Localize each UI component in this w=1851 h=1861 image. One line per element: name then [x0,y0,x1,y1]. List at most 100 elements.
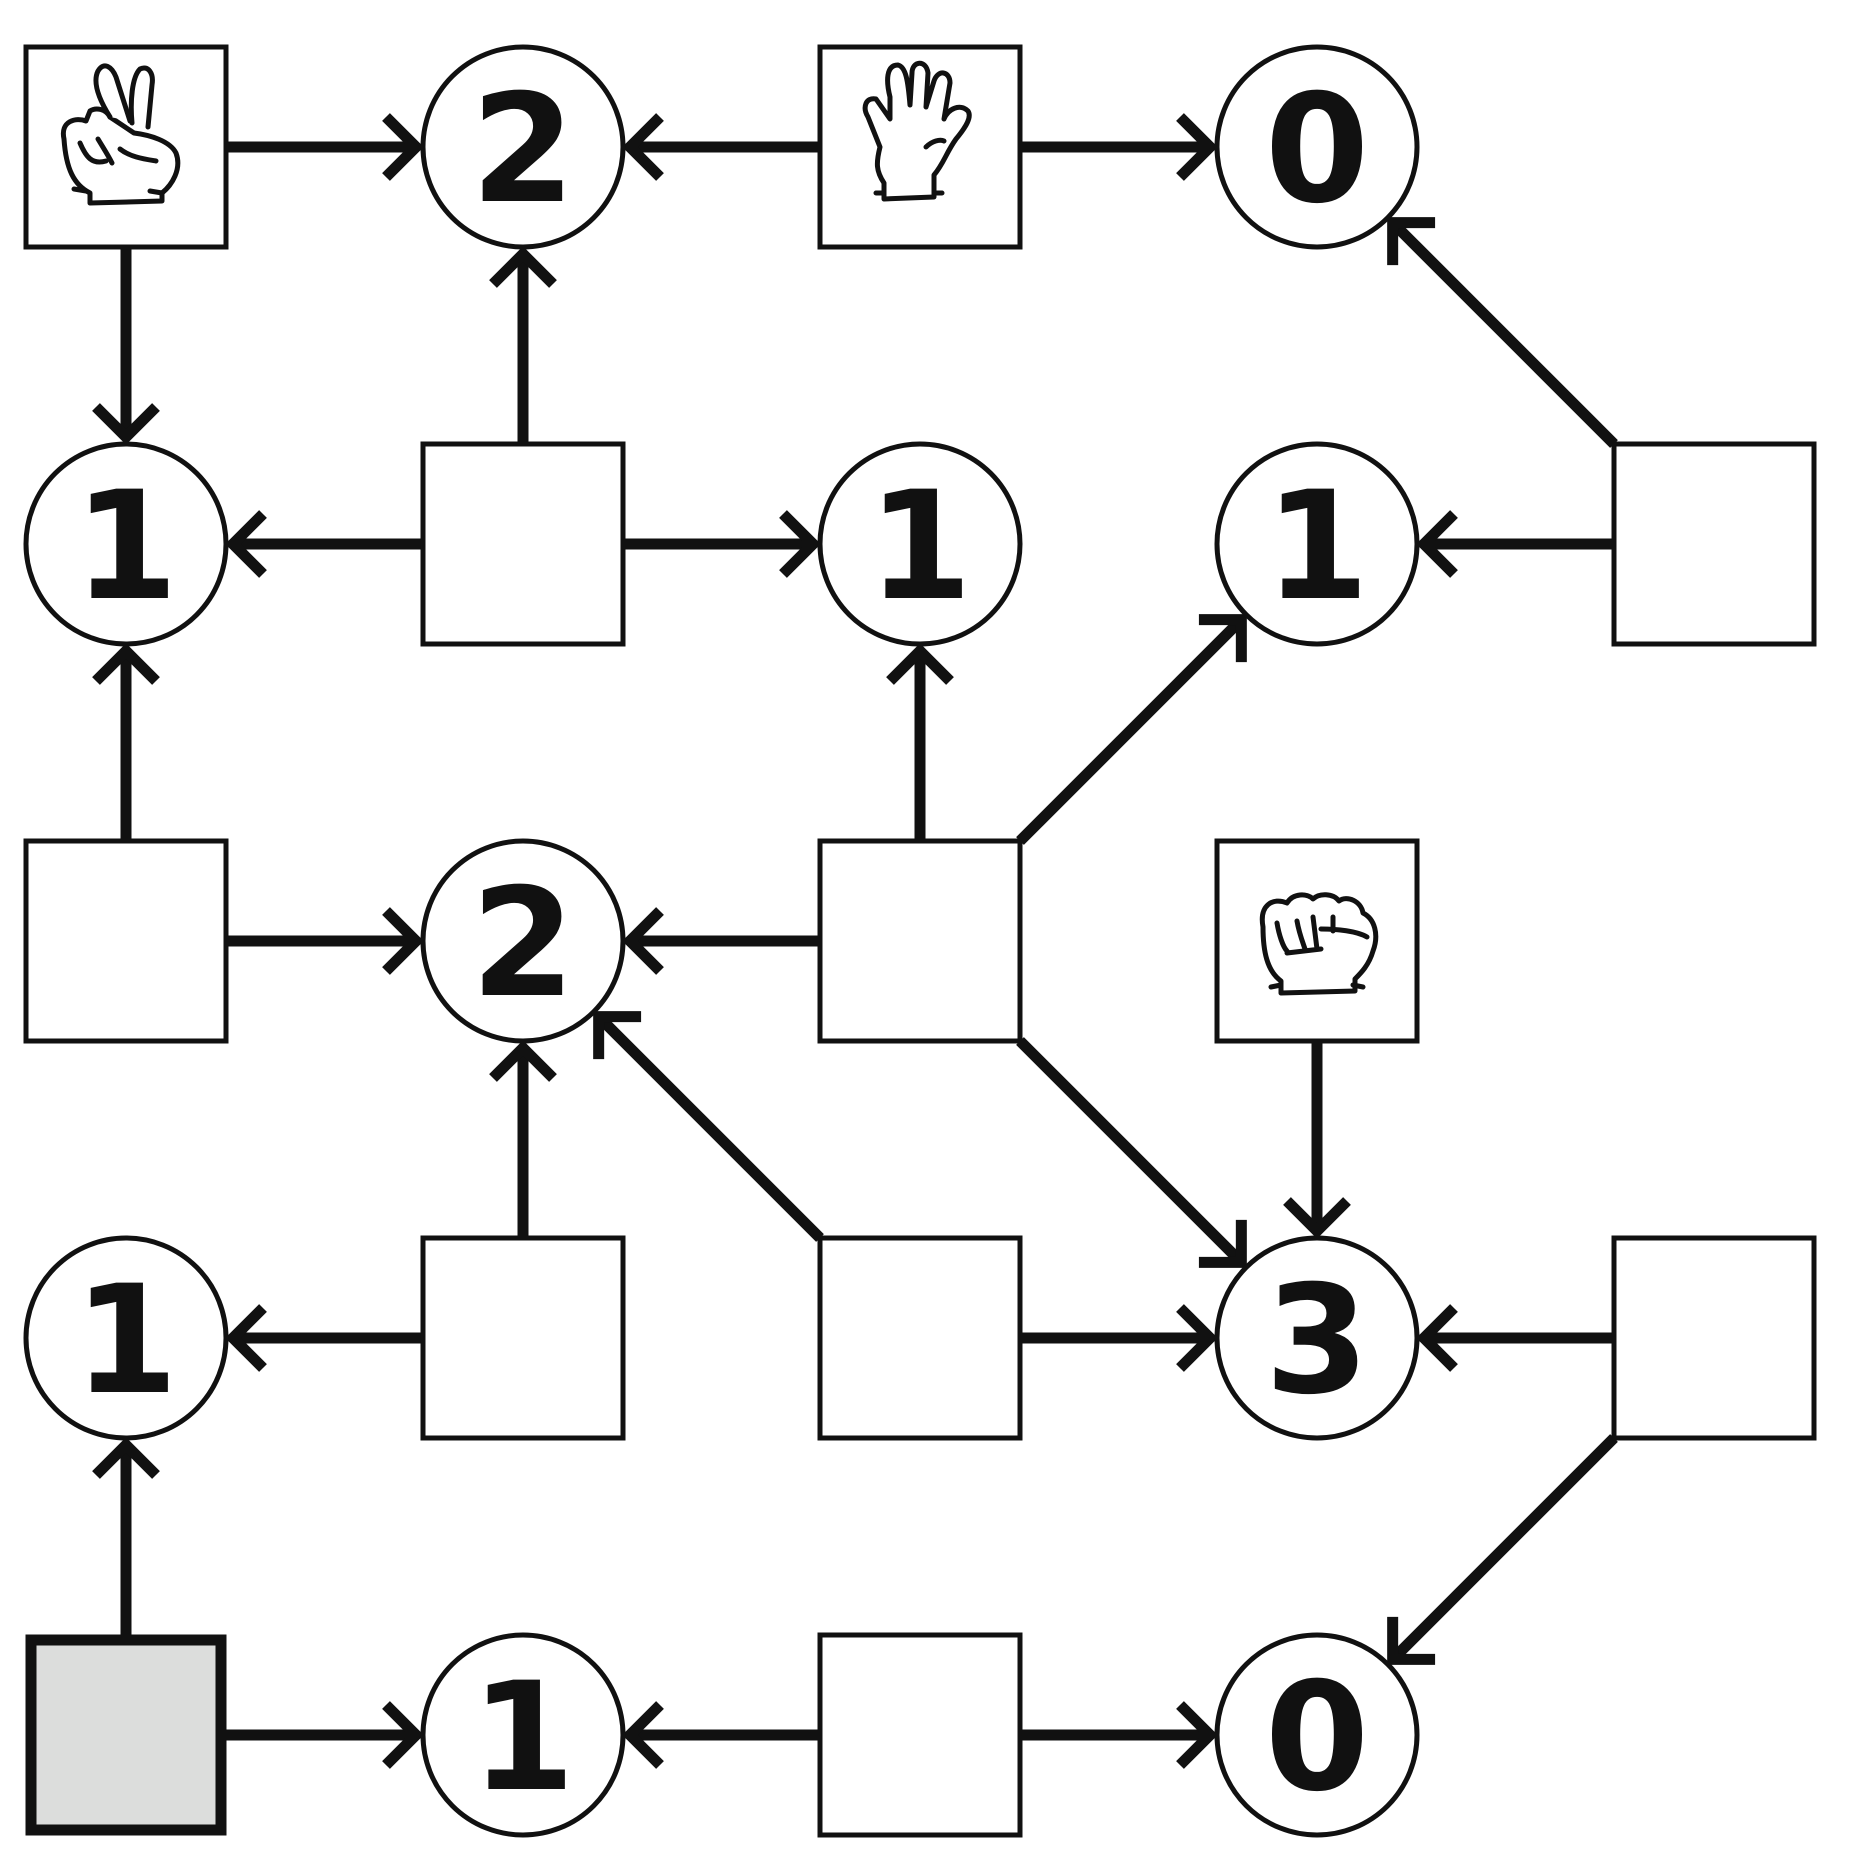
circle-number: 1 [74,1254,178,1428]
circle-outline [23,1235,229,1441]
arrow-r3c1-to-r2c1 [489,1040,557,1238]
hand-slot-r2c0[interactable] [23,838,229,1044]
arrow-head [1176,1701,1218,1769]
paper-hand-icon [862,60,972,202]
arrows-layer [92,113,1618,1769]
selected-slot[interactable] [25,1634,227,1836]
slot-box[interactable] [817,838,1023,1044]
arrow-r4c0-to-r4c1 [226,1701,424,1769]
rock-hand-icon [1259,892,1379,996]
hand-slot-r2c2[interactable] [817,838,1023,1044]
slot-box[interactable] [817,1632,1023,1838]
circle-outline [420,1632,626,1838]
number-circle-r1c0: 1 [23,441,229,647]
hand-slot-r3c1[interactable] [420,1235,626,1441]
slot-box[interactable] [1611,1235,1817,1441]
arrow-shaft [1016,618,1243,845]
arrow-head [593,1011,642,1060]
arrow-r3c1-to-r3c0 [225,1304,423,1372]
arrow-head [1283,1197,1351,1239]
hand-slot-r1c4[interactable] [1611,441,1817,647]
arrow-head [622,113,664,181]
arrow-head [92,643,160,685]
arrow-r0c2-to-r0c1 [622,113,820,181]
scissors-hand-icon [60,63,181,206]
hand-slot-r3c2[interactable] [817,1235,1023,1441]
hand-slot-r4c0[interactable] [25,1634,227,1836]
arrow-head [886,643,954,685]
circle-outline [1214,1235,1420,1441]
arrow-r0c0-to-r0c1 [226,113,424,181]
circle-number: 1 [868,460,972,634]
number-circle-r4c3: 0 [1214,1632,1420,1838]
slot-box[interactable] [420,441,626,647]
number-circle-r0c1: 2 [420,44,626,250]
arrow-head [92,403,160,445]
arrow-r1c1-to-r1c0 [225,510,423,578]
arrow-r2c2-to-r2c1 [622,907,820,975]
arrow-r2c3-to-r3c3 [1283,1041,1351,1239]
arrow-shaft [1391,221,1618,448]
arrow-r2c2-to-r1c3 [1016,614,1247,845]
arrow-head [622,1701,664,1769]
arrow-head [1416,510,1458,578]
hand-slot-r0c2[interactable] [817,44,1023,250]
number-circle-r4c1: 1 [420,1632,626,1838]
circle-outline [817,441,1023,647]
arrow-head [779,510,821,578]
arrow-shaft [1016,1037,1243,1264]
number-circle-r3c3: 3 [1214,1235,1420,1441]
circle-number: 3 [1265,1254,1369,1428]
arrow-r0c0-to-r1c0 [92,247,160,445]
arrow-head [1387,1616,1436,1665]
circle-outline [420,838,626,1044]
circle-outline [420,44,626,250]
arrow-shaft [1391,1434,1618,1661]
slot-box[interactable] [1611,441,1817,647]
slot-box[interactable] [817,1235,1023,1441]
arrow-r0c2-to-r0c3 [1020,113,1218,181]
arrow-r3c4-to-r3c3 [1416,1304,1614,1372]
circle-number: 0 [1265,1651,1369,1825]
circle-number: 2 [471,857,575,1031]
number-circle-r3c0: 1 [23,1235,229,1441]
arrow-head [1176,1304,1218,1372]
arrow-head [382,907,424,975]
arrow-r2c2-to-r3c3 [1016,1037,1247,1268]
slot-box[interactable] [23,838,229,1044]
hand-slot-r0c0[interactable] [23,44,229,250]
hand-slot-r4c2[interactable] [817,1632,1023,1838]
circle-number: 1 [1265,460,1369,634]
cells-layer: 2 0 1 1 1 2 1 3 1 0 [23,44,1817,1838]
arrow-head [1416,1304,1458,1372]
arrow-head [382,1701,424,1769]
number-circle-r0c3: 0 [1214,44,1420,250]
arrow-r4c0-to-r3c0 [92,1437,160,1635]
circle-outline [1214,441,1420,647]
circle-outline [1214,1632,1420,1838]
arrow-head [489,1040,557,1082]
circle-number: 1 [74,460,178,634]
arrow-r3c2-to-r3c3 [1020,1304,1218,1372]
arrow-head [225,1304,267,1372]
arrow-head [92,1437,160,1479]
arrow-r2c0-to-r2c1 [226,907,424,975]
slot-box[interactable] [420,1235,626,1441]
arrow-head [382,113,424,181]
circle-number: 2 [471,63,575,237]
arrow-r1c1-to-r0c1 [489,246,557,444]
circle-number: 0 [1265,63,1369,237]
hand-slot-r2c3[interactable] [1214,838,1420,1044]
hand-slot-r1c1[interactable] [420,441,626,647]
arrow-head [1176,113,1218,181]
circle-outline [23,441,229,647]
arrow-r2c2-to-r1c2 [886,643,954,841]
arrow-head [1198,1219,1247,1268]
hand-slot-r3c4[interactable] [1611,1235,1817,1441]
number-circle-r2c1: 2 [420,838,626,1044]
number-circle-r1c2: 1 [817,441,1023,647]
arrow-r4c2-to-r4c3 [1020,1701,1218,1769]
arrow-r3c2-to-r2c1 [593,1011,824,1242]
number-circle-r1c3: 1 [1214,441,1420,647]
